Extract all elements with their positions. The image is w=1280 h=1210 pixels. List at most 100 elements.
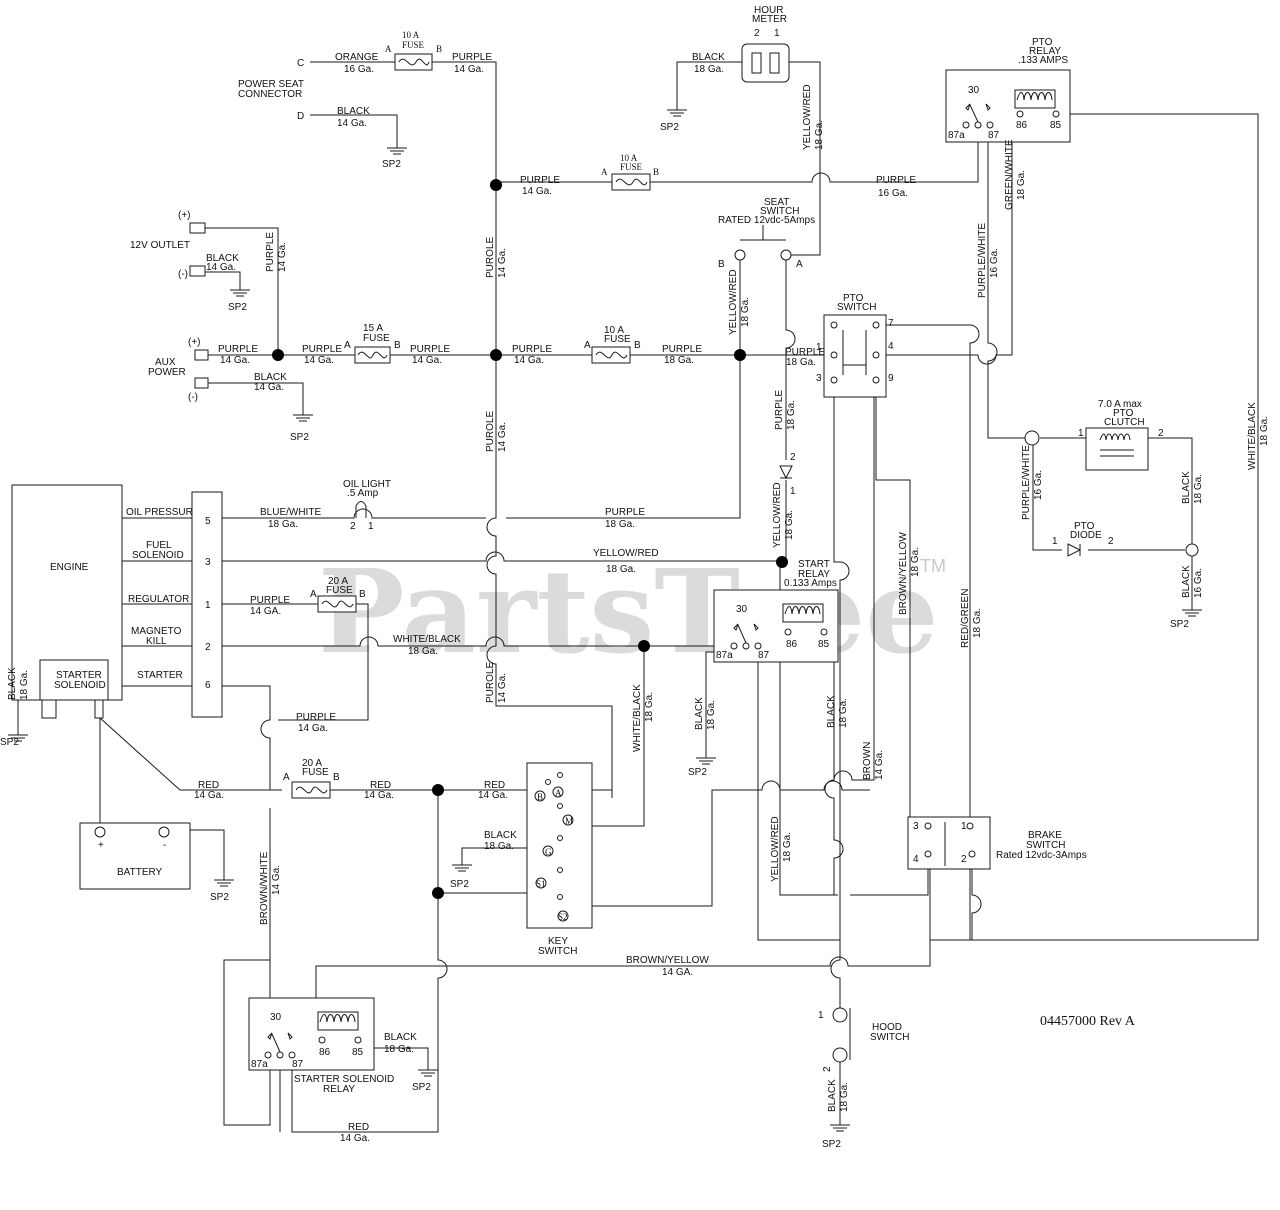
ground-symbol: SP2 bbox=[290, 414, 313, 443]
svg-text:SP2: SP2 bbox=[450, 879, 469, 890]
svg-text:4: 4 bbox=[913, 854, 919, 865]
svg-text:3: 3 bbox=[913, 821, 919, 832]
svg-text:2: 2 bbox=[790, 452, 796, 463]
svg-text:86: 86 bbox=[786, 639, 798, 650]
fuse-15a: 15 A FUSE A B bbox=[344, 323, 401, 364]
svg-text:SP2: SP2 bbox=[382, 159, 401, 170]
svg-text:SP2: SP2 bbox=[228, 302, 247, 313]
svg-text:BROWN/YELLOW: BROWN/YELLOW bbox=[898, 532, 909, 615]
ground-symbol: SP2 bbox=[450, 864, 472, 890]
svg-text:YELLOW/RED: YELLOW/RED bbox=[593, 548, 659, 559]
svg-text:RED/GREEN: RED/GREEN bbox=[960, 589, 971, 648]
svg-text:18 Ga.: 18 Ga. bbox=[786, 400, 797, 430]
svg-text:PURPLE: PURPLE bbox=[876, 175, 916, 186]
svg-text:SOLENOID: SOLENOID bbox=[54, 680, 106, 691]
svg-text:16 Ga.: 16 Ga. bbox=[344, 64, 374, 75]
svg-text:2: 2 bbox=[1108, 536, 1114, 547]
fuse-aux2: 10 A FUSE A B bbox=[584, 325, 641, 364]
svg-text:18 Ga.: 18 Ga. bbox=[1193, 474, 1204, 504]
svg-text:RELAY: RELAY bbox=[798, 569, 830, 580]
svg-text:86: 86 bbox=[319, 1047, 331, 1058]
svg-text:A: A bbox=[555, 788, 562, 798]
svg-text:BLACK: BLACK bbox=[692, 52, 725, 63]
svg-text:2: 2 bbox=[350, 521, 356, 532]
svg-text:WHITE/BLACK: WHITE/BLACK bbox=[393, 634, 461, 645]
svg-text:A: A bbox=[385, 44, 392, 54]
hood-switch: 1 HOOD SWITCH bbox=[818, 1007, 909, 1063]
svg-text:FUEL: FUEL bbox=[146, 540, 172, 551]
svg-text:87: 87 bbox=[988, 130, 1000, 141]
svg-text:1: 1 bbox=[961, 821, 967, 832]
svg-text:A: A bbox=[601, 167, 608, 177]
svg-text:RELAY: RELAY bbox=[323, 1084, 355, 1095]
svg-text:14 Ga.: 14 Ga. bbox=[497, 673, 508, 703]
junctions bbox=[272, 179, 788, 899]
svg-text:CONNECTOR: CONNECTOR bbox=[238, 89, 302, 100]
svg-text:BLACK: BLACK bbox=[337, 106, 370, 117]
grounds: SP2 SP2 SP2 SP2 SP2 SP2 SP2 SP2 SP2 SP2 … bbox=[0, 109, 1202, 1150]
svg-text:(-): (-) bbox=[188, 392, 198, 403]
svg-text:3: 3 bbox=[816, 373, 822, 384]
wire-label: YELLOW/RED 18 Ga. bbox=[593, 548, 659, 575]
pto-switch: PTO SWITCH 1 3 7 4 9 bbox=[816, 293, 894, 398]
svg-text:B: B bbox=[653, 167, 659, 177]
svg-text:PURPLE: PURPLE bbox=[512, 344, 552, 355]
svg-text:SP2: SP2 bbox=[210, 892, 229, 903]
svg-text:-: - bbox=[163, 840, 166, 851]
svg-text:PTO: PTO bbox=[1113, 408, 1134, 419]
svg-text:2: 2 bbox=[1158, 428, 1164, 439]
pto-relay: PTO RELAY .133 AMPS 30 87a 87 86 85 bbox=[945, 37, 1071, 143]
svg-text:START: START bbox=[798, 559, 830, 570]
12v-outlet: (+) 12V OUTLET (-) bbox=[130, 210, 206, 280]
svg-text:M: M bbox=[565, 816, 573, 826]
svg-text:SP2: SP2 bbox=[0, 737, 19, 748]
svg-text:SP2: SP2 bbox=[660, 122, 679, 133]
svg-text:15 A: 15 A bbox=[363, 323, 383, 334]
svg-text:BROWN: BROWN bbox=[862, 742, 873, 780]
svg-text:14 Ga.: 14 Ga. bbox=[364, 790, 394, 801]
svg-text:18 Ga.: 18 Ga. bbox=[839, 1082, 850, 1112]
svg-text:1: 1 bbox=[205, 600, 211, 611]
power-seat-connector: C D POWER SEAT CONNECTOR bbox=[238, 58, 304, 122]
svg-text:HOUR: HOUR bbox=[754, 5, 783, 16]
svg-text:1: 1 bbox=[1052, 536, 1058, 547]
svg-text:30: 30 bbox=[270, 1012, 282, 1023]
brake-switch: 3 1 4 2 BRAKE SWITCH Rated 12vdc-3Amps bbox=[907, 816, 1087, 870]
svg-text:GREEN/WHITE: GREEN/WHITE bbox=[1004, 139, 1015, 210]
svg-text:0.133 Amps: 0.133 Amps bbox=[784, 578, 837, 589]
svg-text:PURPLE: PURPLE bbox=[250, 595, 290, 606]
svg-text:(+): (+) bbox=[178, 210, 191, 221]
svg-text:18 Ga.: 18 Ga. bbox=[1016, 170, 1027, 200]
svg-text:B: B bbox=[718, 259, 725, 270]
svg-text:18 Ga.: 18 Ga. bbox=[606, 564, 636, 575]
svg-text:14 Ga.: 14 Ga. bbox=[220, 355, 250, 366]
svg-text:SWITCH: SWITCH bbox=[760, 206, 799, 217]
svg-text:SWITCH: SWITCH bbox=[538, 946, 577, 957]
svg-text:SP2: SP2 bbox=[412, 1082, 431, 1093]
svg-text:14 Ga.: 14 Ga. bbox=[497, 422, 508, 452]
svg-text:CLUTCH: CLUTCH bbox=[1104, 417, 1145, 428]
svg-text:STARTER SOLENOID: STARTER SOLENOID bbox=[294, 1074, 394, 1085]
oil-light: OIL LIGHT .5 Amp 2 1 bbox=[343, 479, 391, 532]
svg-text:14 Ga.: 14 Ga. bbox=[874, 750, 885, 780]
svg-text:YELLOW/RED: YELLOW/RED bbox=[772, 482, 783, 548]
